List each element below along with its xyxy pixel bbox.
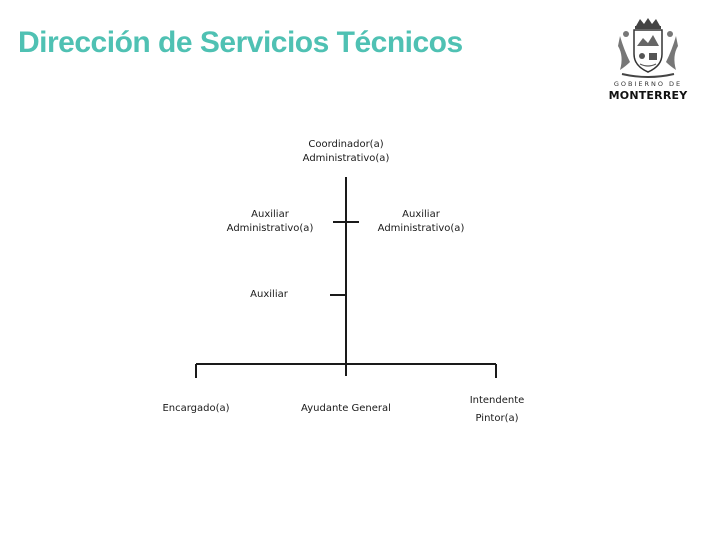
node-line: Encargado(a) <box>162 403 230 414</box>
node-line: Administrativo(a) <box>302 153 390 164</box>
monterrey-logo: GOBIERNO DE MONTERREY <box>606 16 690 104</box>
node-line: Coordinador(a) <box>308 139 384 150</box>
logo-line1: GOBIERNO DE <box>613 80 683 88</box>
node-line: Auxiliar <box>402 209 440 220</box>
node-encargado: Encargado(a) <box>162 402 229 416</box>
node-ayudante: Ayudante General <box>301 402 391 416</box>
node-line: Auxiliar <box>251 209 289 220</box>
node-auxiliar: Auxiliar <box>250 288 288 302</box>
node-line: Auxiliar <box>250 289 288 300</box>
node-aux-admin-right: Auxiliar Administrativo(a) <box>378 208 465 236</box>
node-line: Ayudante General <box>301 403 391 414</box>
node-coordinador: Coordinador(a) Administrativo(a) <box>303 138 390 166</box>
node-line: Administrativo(a) <box>226 223 314 234</box>
node-aux-admin-left: Auxiliar Administrativo(a) <box>227 208 314 236</box>
coat-of-arms-icon <box>618 18 678 78</box>
node-intendente: Intendente Pintor(a) <box>470 392 525 428</box>
page-title: Dirección de Servicios Técnicos <box>18 26 463 59</box>
node-line: Pintor(a) <box>475 413 519 424</box>
node-line: Administrativo(a) <box>377 223 465 234</box>
node-line: Intendente <box>469 395 525 406</box>
logo-line2: MONTERREY <box>608 89 688 102</box>
